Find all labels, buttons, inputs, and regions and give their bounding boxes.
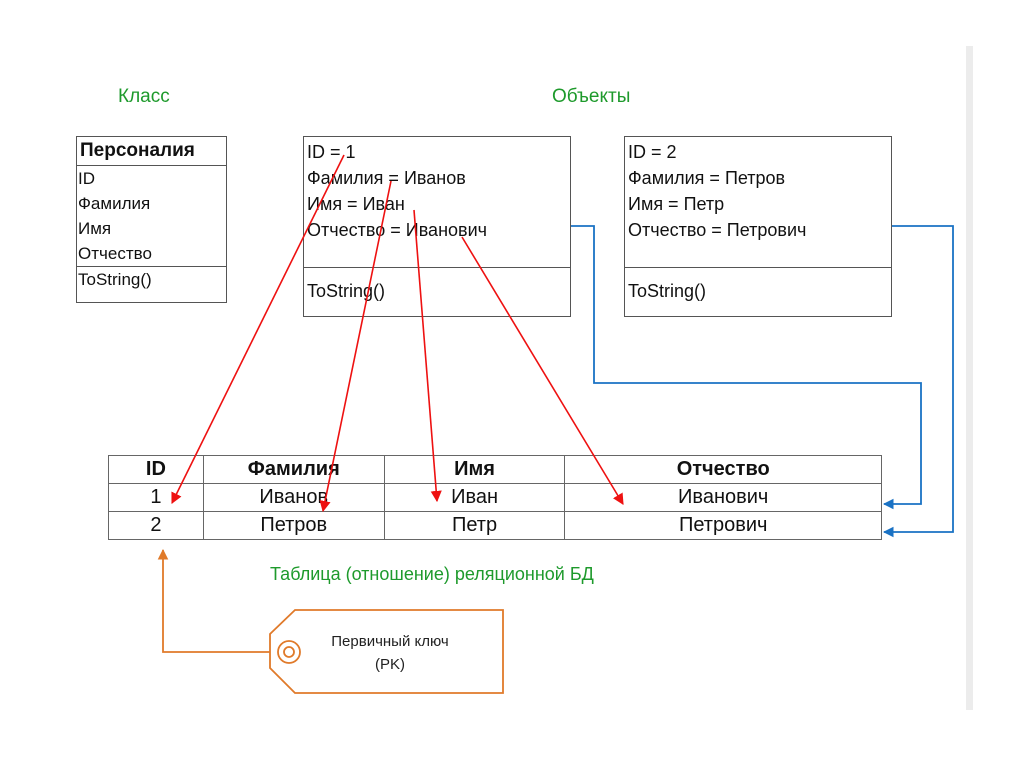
- class-attribute: Фамилия: [78, 194, 151, 213]
- class-box-personalia: Персоналия ID Фамилия Имя Отчество ToStr…: [76, 136, 227, 303]
- table-cell: Петров: [202, 511, 385, 540]
- object-2-methods: ToString(): [625, 267, 891, 304]
- table-row: 2 Петров Петр Петрович: [108, 511, 882, 540]
- class-heading: Класс: [118, 86, 170, 107]
- object-attribute: Фамилия = Петров: [628, 168, 786, 188]
- primary-key-line2: (PK): [375, 656, 405, 673]
- column-header-id: ID: [108, 455, 204, 484]
- connector-object1-to-row1: [571, 225, 922, 510]
- table-row: 1 Иванов Иван Иванович: [108, 483, 882, 512]
- object-attribute: Отчество = Петрович: [628, 220, 807, 240]
- arrow-patronymic-to-column: [461, 236, 624, 505]
- arrow-id-to-column: [171, 154, 345, 505]
- objects-heading: Объекты: [552, 86, 631, 107]
- tag-hole-outer-icon: [277, 640, 301, 664]
- page-edge-bar: [966, 46, 973, 710]
- table-cell: Иван: [383, 483, 566, 512]
- table-cell: 1: [108, 483, 204, 512]
- relational-table: ID Фамилия Имя Отчество 1 Иванов Иван Ив…: [108, 455, 882, 540]
- object-1-methods: ToString(): [304, 267, 570, 304]
- connector-object2-to-row2: [882, 225, 954, 538]
- object-attribute: Отчество = Иванович: [307, 220, 488, 240]
- primary-key-tag: [269, 609, 504, 694]
- table-header-row: ID Фамилия Имя Отчество: [108, 455, 882, 484]
- tag-hole-inner-icon: [283, 646, 295, 658]
- class-name: Персоналия: [77, 137, 226, 166]
- table-cell: 2: [108, 511, 204, 540]
- primary-key-label: Первичный ключ (PK): [300, 630, 480, 676]
- class-methods: ToString(): [77, 266, 226, 292]
- object-attribute: Фамилия = Иванов: [307, 168, 466, 188]
- arrow-surname-to-column: [319, 180, 392, 513]
- table-cell: Петр: [383, 511, 566, 540]
- object-box-2: ID = 2 Фамилия = Петров Имя = Петр Отчес…: [624, 136, 892, 317]
- object-attribute: Имя = Иван: [307, 194, 405, 214]
- object-attribute: Имя = Петр: [628, 194, 725, 214]
- object-2-attributes: ID = 2 Фамилия = Петров Имя = Петр Отчес…: [625, 137, 891, 267]
- object-attribute: ID = 2: [628, 142, 677, 162]
- table-cell: Петрович: [564, 511, 882, 540]
- table-cell: Иванов: [202, 483, 385, 512]
- class-attributes: ID Фамилия Имя Отчество: [77, 166, 226, 266]
- column-header-surname: Фамилия: [202, 455, 385, 484]
- class-attribute: Имя: [78, 219, 112, 238]
- class-method: ToString(): [78, 270, 152, 289]
- object-method: ToString(): [628, 281, 707, 301]
- primary-key-line1: Первичный ключ: [331, 633, 449, 650]
- table-caption: Таблица (отношение) реляционной БД: [270, 564, 594, 584]
- connector-pk-to-id-column: [157, 548, 290, 653]
- column-header-patronymic: Отчество: [564, 455, 882, 484]
- arrow-name-to-column: [413, 209, 442, 503]
- column-header-name: Имя: [383, 455, 566, 484]
- object-method: ToString(): [307, 281, 386, 301]
- class-attribute: Отчество: [78, 244, 152, 263]
- class-attribute: ID: [78, 169, 95, 188]
